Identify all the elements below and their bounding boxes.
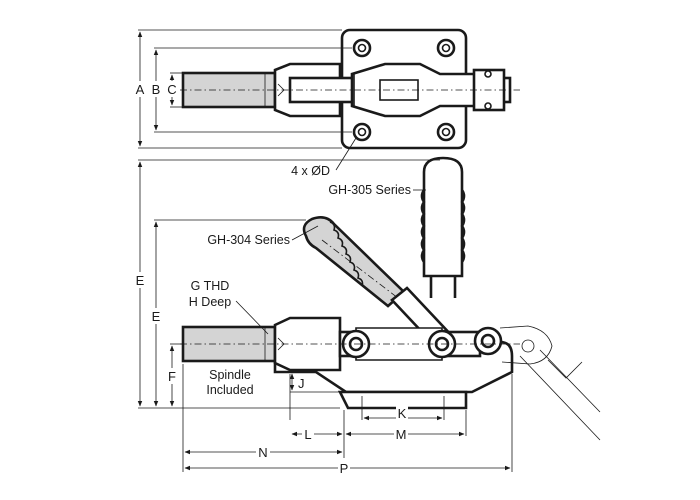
- thread-note-line1: G THD: [191, 279, 230, 293]
- top-view: A B C 4 x ØD: [134, 28, 520, 178]
- dim-label-n: N: [258, 445, 267, 460]
- dim-label-f: F: [168, 369, 176, 384]
- handle-grip: [302, 216, 406, 308]
- dim-label-l: L: [304, 427, 311, 442]
- thread-note-line2: H Deep: [189, 295, 231, 309]
- spindle-note-line1: Spindle: [209, 368, 251, 382]
- gh304-leader: [291, 225, 319, 241]
- dim-label-c: C: [167, 82, 176, 97]
- gh305-handle-detail: GH-305 Series: [328, 156, 466, 298]
- dim-label-p: P: [340, 461, 349, 476]
- dim-label-j: J: [298, 376, 305, 391]
- thread-leader: [235, 300, 269, 335]
- dim-label-e-total: E: [136, 273, 145, 288]
- dim-label-b: B: [152, 82, 161, 97]
- top-mounting-holes: [352, 38, 456, 142]
- phantom-open-position: [499, 325, 601, 441]
- gh305-grip: [420, 156, 466, 278]
- spindle-note-line2: Included: [206, 383, 253, 397]
- hole-leader: [335, 137, 357, 171]
- side-foot: [337, 390, 468, 410]
- gh305-label: GH-305 Series: [328, 183, 411, 197]
- dim-label-m: M: [396, 427, 407, 442]
- dim-label-k: K: [398, 406, 407, 421]
- side-view: GH-304 Series G THD H Deep: [134, 159, 601, 476]
- dim-label-e-handle: E: [152, 309, 161, 324]
- hole-note: 4 x ØD: [291, 164, 330, 178]
- gh304-label: GH-304 Series: [207, 233, 290, 247]
- dim-label-a: A: [136, 82, 145, 97]
